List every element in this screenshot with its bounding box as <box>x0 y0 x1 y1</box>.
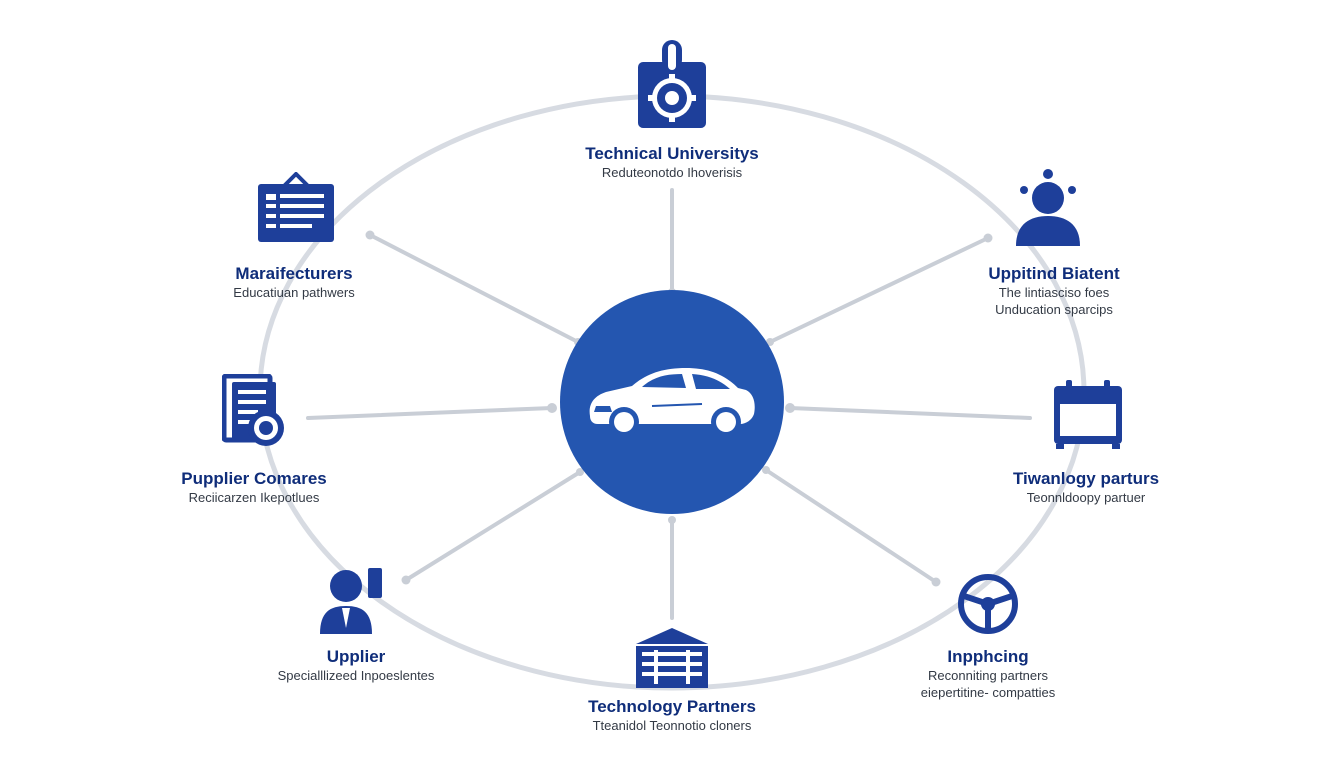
node-subtitle: Reduteonotdo Ihoverisis <box>601 165 743 180</box>
spoke-dot <box>547 403 557 413</box>
spoke-dot <box>931 577 941 587</box>
spoke-dot <box>365 230 375 240</box>
node-title: Uppitind Biatent <box>988 264 1120 283</box>
spoke-right <box>788 406 1032 420</box>
car-icon <box>589 368 755 437</box>
clipboard-icon <box>258 172 334 242</box>
node-subtitle: Teonnldoopy partuer <box>1026 490 1146 505</box>
spoke-dot <box>983 233 993 243</box>
node-subtitle: Specialllizeed Inpoeslentes <box>277 668 435 683</box>
document-gear-icon <box>222 374 284 446</box>
node-right: Tiwanlogy parturs Teonnldoopy partuer <box>1013 469 1159 506</box>
node-subtitle: The lintiasciso foes <box>998 285 1110 300</box>
node-subtitle: Educatiuan pathwers <box>233 285 355 300</box>
node-title: Upplier <box>326 647 386 666</box>
node-title: Inpphcing <box>947 647 1029 666</box>
spoke-left <box>306 406 554 420</box>
spoke-top-left <box>368 233 580 344</box>
node-bottom-right: Inpphcing Reconniting partners eiepertit… <box>921 647 1055 701</box>
node-left: Pupplier Comares Reciicarzen Ikepotlues <box>181 469 327 506</box>
calendar-icon <box>1054 380 1122 449</box>
spokes <box>306 188 1032 620</box>
spoke-dot <box>762 466 770 474</box>
node-title: Technical Universitys <box>585 144 759 163</box>
node-title: Maraifecturers <box>235 264 353 283</box>
node-subtitle: eiepertitine- compatties <box>920 685 1056 700</box>
node-top-right: Uppitind Biatent The lintiasciso foes Un… <box>988 264 1119 318</box>
spoke-dot <box>785 403 795 413</box>
person-icon <box>320 568 382 634</box>
node-bottom: Technology Partners Tteanidol Teonnotio … <box>588 697 756 734</box>
spoke-dot <box>766 338 774 346</box>
person-network-icon <box>1016 169 1080 246</box>
spoke-dot <box>576 468 584 476</box>
node-title: Technology Partners <box>588 697 756 716</box>
node-top: Technical Universitys Reduteonotdo Ihove… <box>585 144 759 181</box>
gear-badge-icon <box>638 40 706 128</box>
node-subtitle: Tteanidol Teonnotio cloners <box>592 718 752 733</box>
node-top-left: Maraifecturers Educatiuan pathwers <box>233 264 354 301</box>
node-subtitle: Reconniting partners <box>928 668 1048 683</box>
spoke-top-right <box>768 236 990 344</box>
spoke-dot <box>668 516 676 524</box>
node-subtitle: Reciicarzen Ikepotlues <box>188 490 320 505</box>
building-icon <box>636 628 708 688</box>
spoke-dot <box>401 575 411 585</box>
node-bottom-left: Upplier Specialllizeed Inpoeslentes <box>278 647 435 684</box>
node-title: Tiwanlogy parturs <box>1012 469 1160 488</box>
node-subtitle: Unducation sparcips <box>995 302 1113 317</box>
steering-wheel-icon <box>958 574 1018 634</box>
spoke-bottom-right <box>764 468 938 584</box>
node-title: Pupplier Comares <box>181 469 327 488</box>
spoke-bottom-left <box>404 470 582 582</box>
